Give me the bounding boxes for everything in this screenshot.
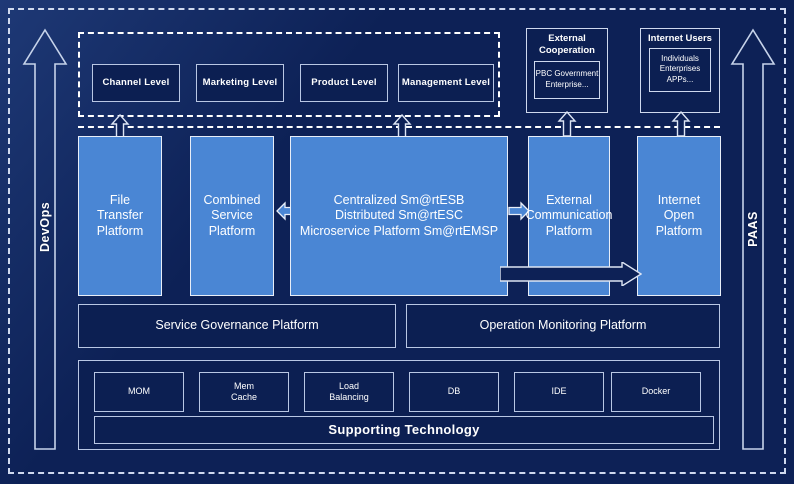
platform-label: Centralized Sm@rtESB Distributed Sm@rtES… [299, 193, 499, 238]
up-arrow-icon-esb [392, 114, 412, 138]
level-box-product[interactable]: Product Level [300, 64, 388, 102]
platform-internet-open[interactable]: Internet Open Platform [637, 136, 721, 296]
up-arrow-icon-file-transfer [110, 114, 130, 138]
tech-chip-ide[interactable]: IDE [514, 372, 604, 412]
level-label: Product Level [311, 77, 377, 89]
platform-file-transfer[interactable]: File Transfer Platform [78, 136, 162, 296]
long-right-arrow-icon-esb-to-internet-open [500, 262, 642, 286]
tech-chip-load-balancing[interactable]: Load Balancing [304, 372, 394, 412]
level-box-management[interactable]: Management Level [398, 64, 494, 102]
external-cooperation-members: PBC Government Enterprise... [534, 60, 600, 99]
supporting-technology-bar[interactable]: Supporting Technology [94, 416, 714, 444]
tech-chip-label: DB [447, 386, 461, 397]
tech-chip-label: Docker [641, 386, 671, 397]
tech-chip-db[interactable]: DB [409, 372, 499, 412]
devops-label: DevOps [38, 201, 52, 252]
level-label: Management Level [401, 77, 491, 89]
paas-label: PAAS [746, 211, 760, 247]
internet-users-panel[interactable]: Internet Users Individuals Enterprises A… [640, 28, 720, 113]
external-cooperation-title: External Cooperation [539, 33, 595, 56]
internet-users-title: Internet Users [648, 33, 712, 44]
level-box-marketing[interactable]: Marketing Level [196, 64, 284, 102]
tech-chip-label: MOM [128, 386, 150, 397]
up-arrow-icon-external-communication [557, 111, 577, 137]
tech-chip-mom[interactable]: MOM [94, 372, 184, 412]
platform-label: Internet Open Platform [655, 193, 703, 238]
consumer-levels-group [78, 32, 500, 117]
internet-users-members: Individuals Enterprises APPs... [649, 47, 711, 92]
tech-chip-label: Mem Cache [230, 380, 257, 402]
bar-service-governance[interactable]: Service Governance Platform [78, 304, 396, 348]
supporting-technology-label: Supporting Technology [328, 422, 480, 438]
tech-chip-label: Load Balancing [329, 380, 369, 402]
bar-label: Service Governance Platform [155, 318, 319, 333]
platform-combined-service[interactable]: Combined Service Platform [190, 136, 274, 296]
bar-label: Operation Monitoring Platform [479, 318, 647, 333]
platform-esb-esc-emsp[interactable]: Centralized Sm@rtESB Distributed Sm@rtES… [290, 136, 508, 296]
devops-pillar-arrow [22, 28, 68, 452]
level-label: Channel Level [102, 77, 170, 89]
tech-chip-docker[interactable]: Docker [611, 372, 701, 412]
platform-label: Combined Service Platform [203, 193, 261, 238]
platform-label: External Communication Platform [525, 193, 613, 238]
paas-pillar-arrow [730, 28, 776, 452]
level-box-channel[interactable]: Channel Level [92, 64, 180, 102]
tech-chip-mem-cache[interactable]: Mem Cache [199, 372, 289, 412]
up-arrow-icon-internet-open [671, 111, 691, 137]
external-cooperation-panel[interactable]: External Cooperation PBC Government Ente… [526, 28, 608, 113]
platform-label: File Transfer Platform [96, 193, 144, 238]
tech-chip-label: IDE [551, 386, 567, 397]
bar-operation-monitoring[interactable]: Operation Monitoring Platform [406, 304, 720, 348]
right-arrow-icon-esb-to-external [508, 200, 530, 222]
level-label: Marketing Level [202, 77, 278, 89]
